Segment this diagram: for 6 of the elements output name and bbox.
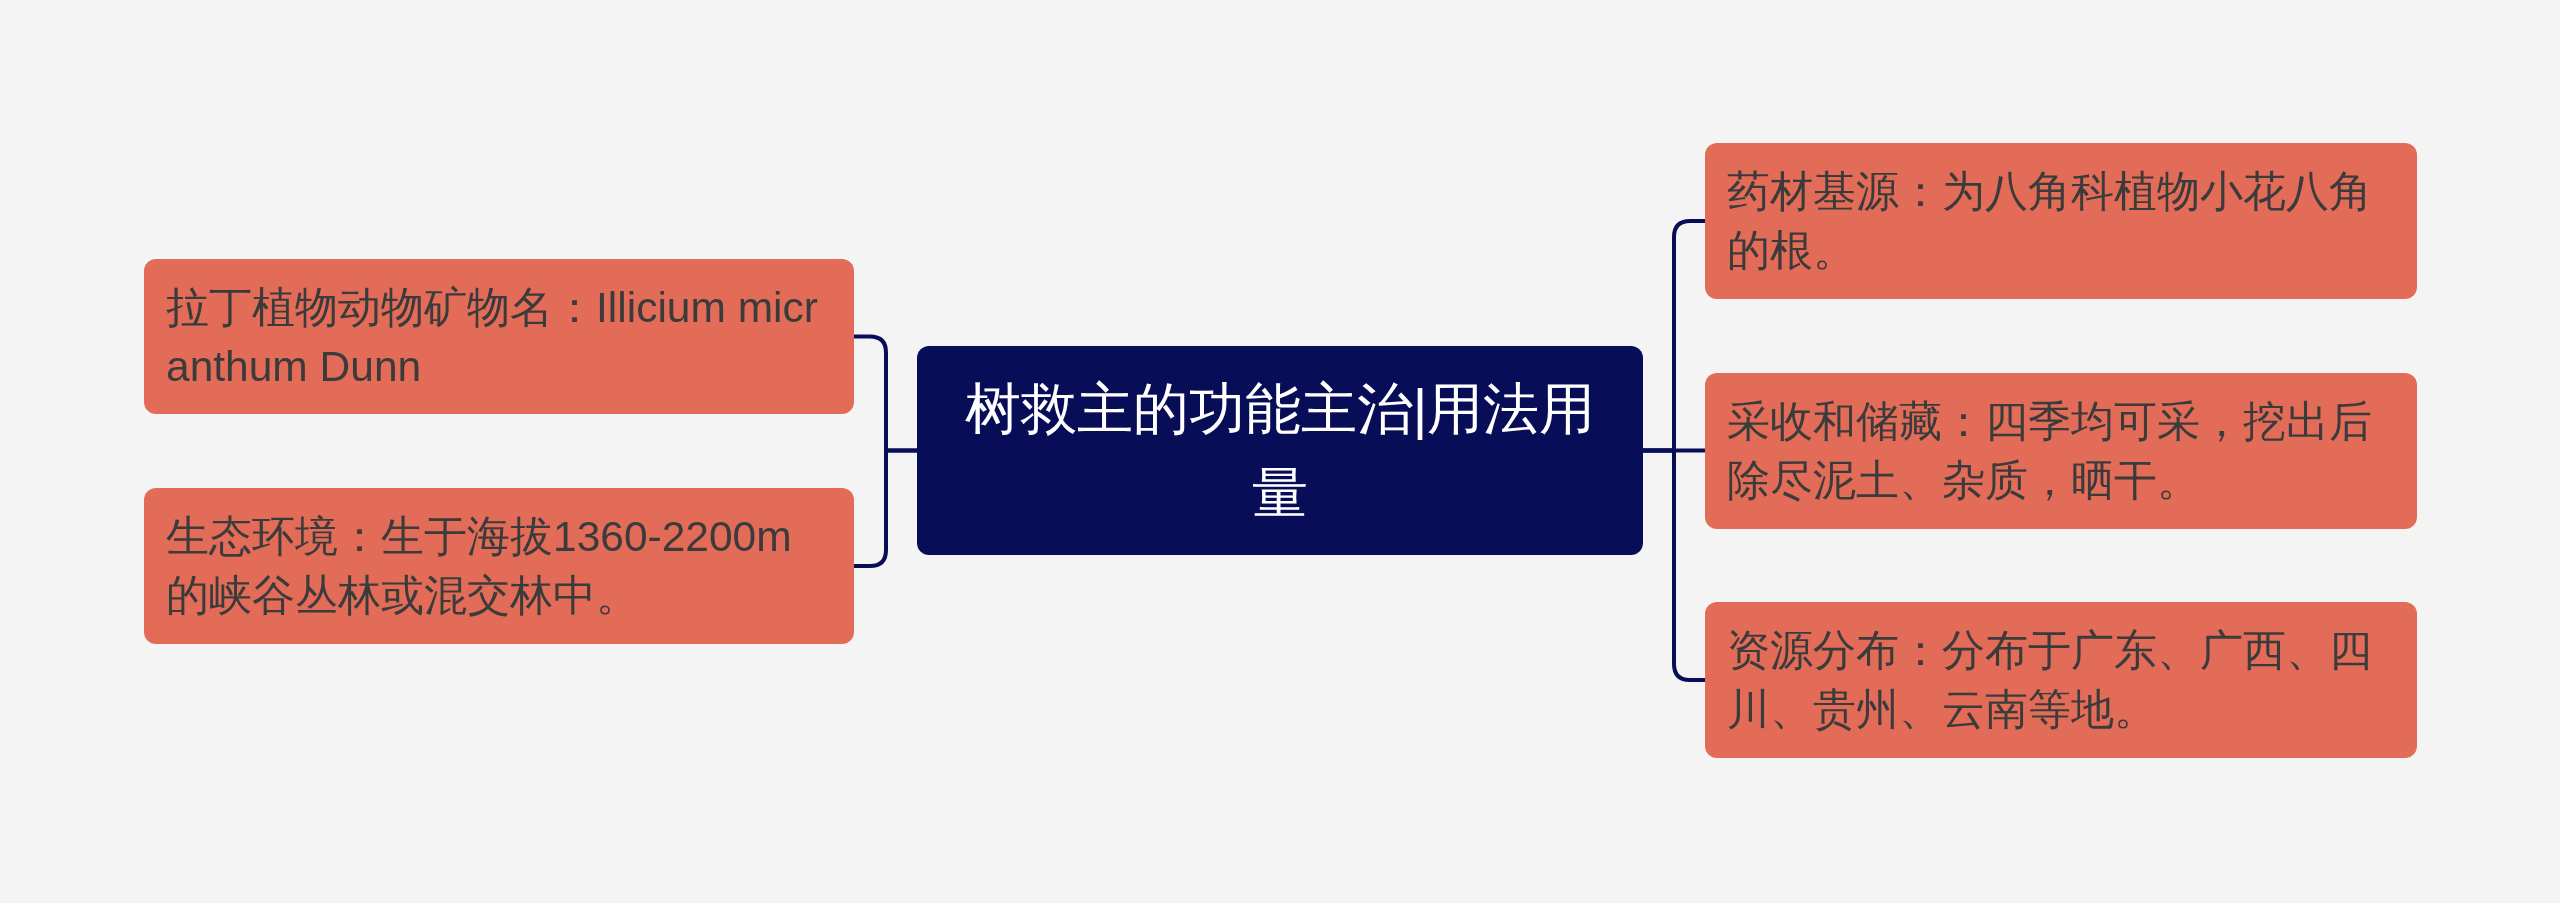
subtopic-box: 采收和储藏：四季均可采，挖出后除尽泥土、杂质，晒干。 — [1705, 373, 2417, 529]
central-topic-box: 树救主的功能主治|用法用量 — [917, 346, 1643, 555]
subtopic-box: 药材基源：为八角科植物小花八角的根。 — [1705, 143, 2417, 299]
subtopic-box: 拉丁植物动物矿物名：Illicium micranthum Dunn — [144, 259, 854, 414]
subtopic-box: 资源分布：分布于广东、广西、四川、贵州、云南等地。 — [1705, 602, 2417, 758]
subtopic-box: 生态环境：生于海拔1360-2200m的峡谷丛林或混交林中。 — [144, 488, 854, 644]
